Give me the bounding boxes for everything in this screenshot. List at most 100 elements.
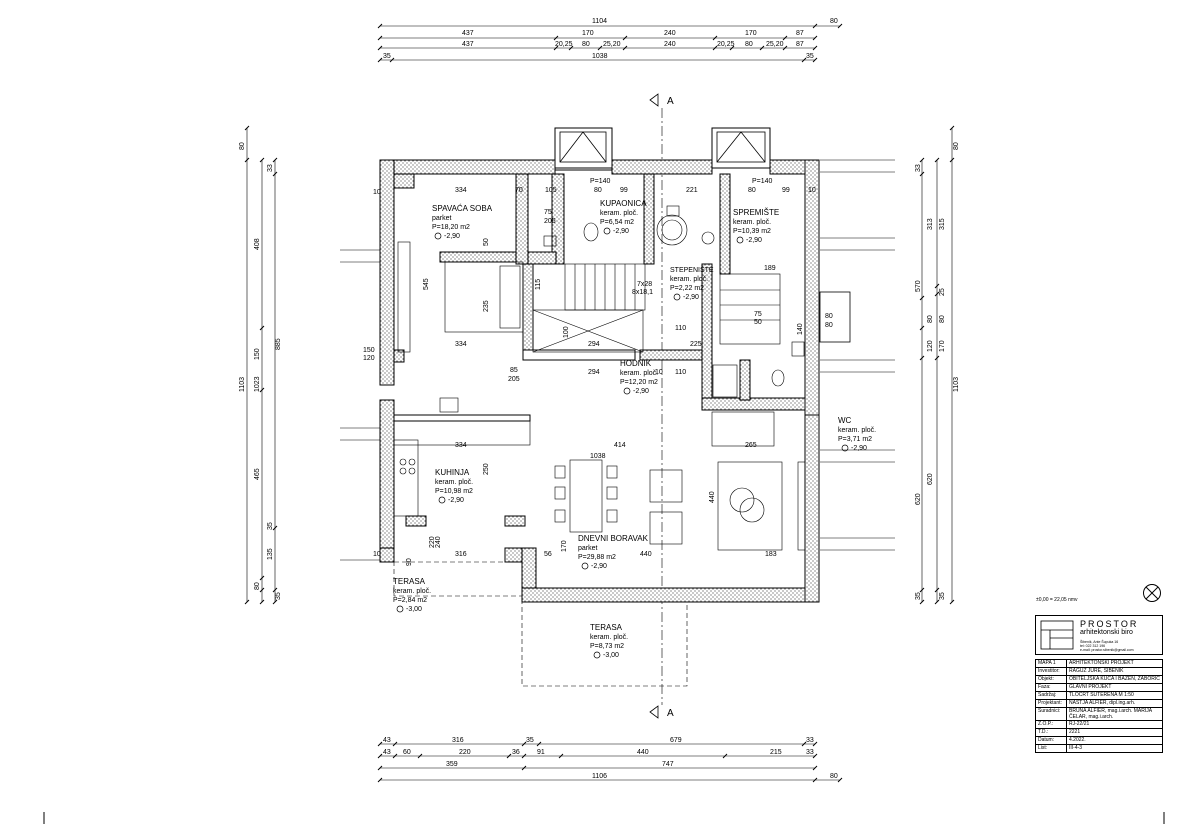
- dim-label: 33: [915, 164, 922, 172]
- dim-label: 105: [545, 187, 557, 194]
- section-mark-bottom: A: [667, 708, 674, 719]
- dim-label: 294: [588, 341, 600, 348]
- address-line: tel: 022 312 196: [1080, 644, 1106, 648]
- dim-label: 35: [275, 592, 282, 600]
- room-floor: keram. ploč.: [393, 588, 431, 595]
- dim-label: 8x18,1: [632, 289, 653, 296]
- dim-label: 205: [544, 218, 556, 225]
- dim-label: 25: [939, 288, 946, 296]
- room-wc: WC keram. ploč. P=3,71 m2 -2,90: [838, 416, 876, 452]
- row-value: NASTJA ALFIER, dipl.ing.arh.: [1066, 699, 1163, 708]
- title-row: Sadržaj:TLOCRT SUTERENA M 1:50: [1035, 691, 1163, 700]
- room-area: P=12,20 m2: [620, 379, 658, 386]
- row-key: Sadržaj:: [1035, 691, 1067, 700]
- title-row: Z.O.P.:RJ-22/21: [1035, 720, 1163, 729]
- room-level: -3,00: [406, 606, 422, 613]
- dim-label: 36: [512, 749, 520, 756]
- dim-label: 334: [455, 341, 467, 348]
- title-row: Faza:GLAVNI PROJEKT: [1035, 683, 1163, 692]
- dim-label: 1103: [239, 377, 246, 392]
- room-terasa-south: TERASA keram. ploč. P=8,73 m2 -3,00: [590, 623, 628, 659]
- dim-label: 170: [561, 540, 568, 552]
- room-area: P=2,84 m2: [393, 597, 427, 604]
- elevation-note: ±0,00 = 22,05 nmv: [1036, 597, 1078, 603]
- dim-label: 225: [690, 341, 702, 348]
- dim-label: 33: [806, 737, 814, 744]
- room-hodnik: HODNIK keram. ploč. P=12,20 m2 -2,90: [620, 359, 658, 395]
- dim-label: 80: [748, 187, 756, 194]
- dim-label: 75: [544, 209, 552, 216]
- row-value: III-4-3: [1066, 744, 1163, 753]
- dim-label: 115: [535, 279, 542, 290]
- dim-label: 885: [275, 338, 282, 350]
- dim-label: 170: [939, 340, 946, 352]
- dim-label: 10: [373, 189, 381, 196]
- row-key: Datum:: [1035, 736, 1067, 745]
- dim-label: 100: [563, 326, 570, 338]
- top-dimension-labels: 1104 80 437 170 240 170 87 437 20,25 80 …: [383, 18, 838, 60]
- dim-label: 235: [483, 300, 490, 312]
- room-level: -2,90: [444, 233, 460, 240]
- room-area: P=10,39 m2: [733, 228, 771, 235]
- dim-label: 35: [267, 522, 274, 530]
- dim-label: 43: [383, 737, 391, 744]
- dim-label: 10: [655, 369, 663, 376]
- dim-label: 570: [915, 280, 922, 292]
- dim-label: 87: [796, 30, 804, 37]
- dim-label: 25,20: [766, 41, 784, 48]
- dim-label: 25,20: [603, 41, 621, 48]
- dim-label: 35: [806, 53, 814, 60]
- room-area: P=10,98 m2: [435, 488, 473, 495]
- dim-label: 440: [637, 749, 649, 756]
- section-line-a: A A: [649, 93, 674, 719]
- dim-label: 440: [640, 551, 652, 558]
- title-block: PROSTOR arhitektonski biro Šibenik, Ante…: [1035, 615, 1163, 797]
- dim-label: 545: [423, 278, 430, 290]
- dim-label: 408: [254, 238, 261, 250]
- dim-label: 99: [620, 187, 628, 194]
- dim-label: P=140: [752, 178, 773, 185]
- dim-label: 1023: [254, 376, 261, 392]
- dim-label: 334: [455, 442, 467, 449]
- dim-label: 87: [796, 41, 804, 48]
- room-stepeniste: STEPENIŠTE keram. ploč. P=2,22 m2 -2,90: [670, 265, 714, 301]
- dim-label: 20,25: [717, 41, 735, 48]
- dim-label: 90: [406, 558, 413, 566]
- dim-label: 80: [582, 41, 590, 48]
- room-area: P=18,20 m2: [432, 224, 470, 231]
- dim-label: 294: [588, 369, 600, 376]
- address-line: Šibenik, Ante Šupuka 16: [1080, 640, 1119, 644]
- dim-label: 220: [459, 749, 471, 756]
- room-area: P=3,71 m2: [838, 436, 872, 443]
- row-value: ARHITEKTONSKI PROJEKT: [1066, 659, 1163, 668]
- room-name: TERASA: [590, 623, 623, 632]
- dim-label: 75: [754, 311, 762, 318]
- dim-label: 56: [544, 551, 552, 558]
- room-name: STEPENIŠTE: [670, 265, 714, 274]
- section-mark-top: A: [667, 96, 674, 107]
- dim-label: 240: [664, 30, 676, 37]
- dim-label: 183: [765, 551, 777, 558]
- room-floor: parket: [578, 545, 598, 552]
- dim-label: 220: [429, 536, 436, 548]
- room-name: KUHINJA: [435, 468, 470, 477]
- dim-label: 80: [239, 142, 246, 150]
- room-name: TERASA: [393, 577, 426, 586]
- dim-label: 440: [709, 491, 716, 503]
- room-floor: keram. ploč.: [670, 276, 708, 283]
- dim-label: 80: [825, 322, 833, 329]
- stairs: [532, 263, 781, 353]
- firm-logo-icon: [1040, 620, 1074, 650]
- dim-label: 620: [915, 493, 922, 505]
- dim-label: 80: [939, 315, 946, 323]
- room-level: -2,90: [633, 388, 649, 395]
- room-floor: keram. ploč.: [838, 427, 876, 434]
- title-row: T.D.:2221: [1035, 728, 1163, 737]
- room-floor: keram. ploč.: [733, 219, 771, 226]
- row-key: T.D.:: [1035, 728, 1067, 737]
- row-value: 4.2022.: [1066, 736, 1163, 745]
- left-dimension-chains: [244, 125, 278, 605]
- room-name: SPAVAĆA SOBA: [432, 204, 493, 213]
